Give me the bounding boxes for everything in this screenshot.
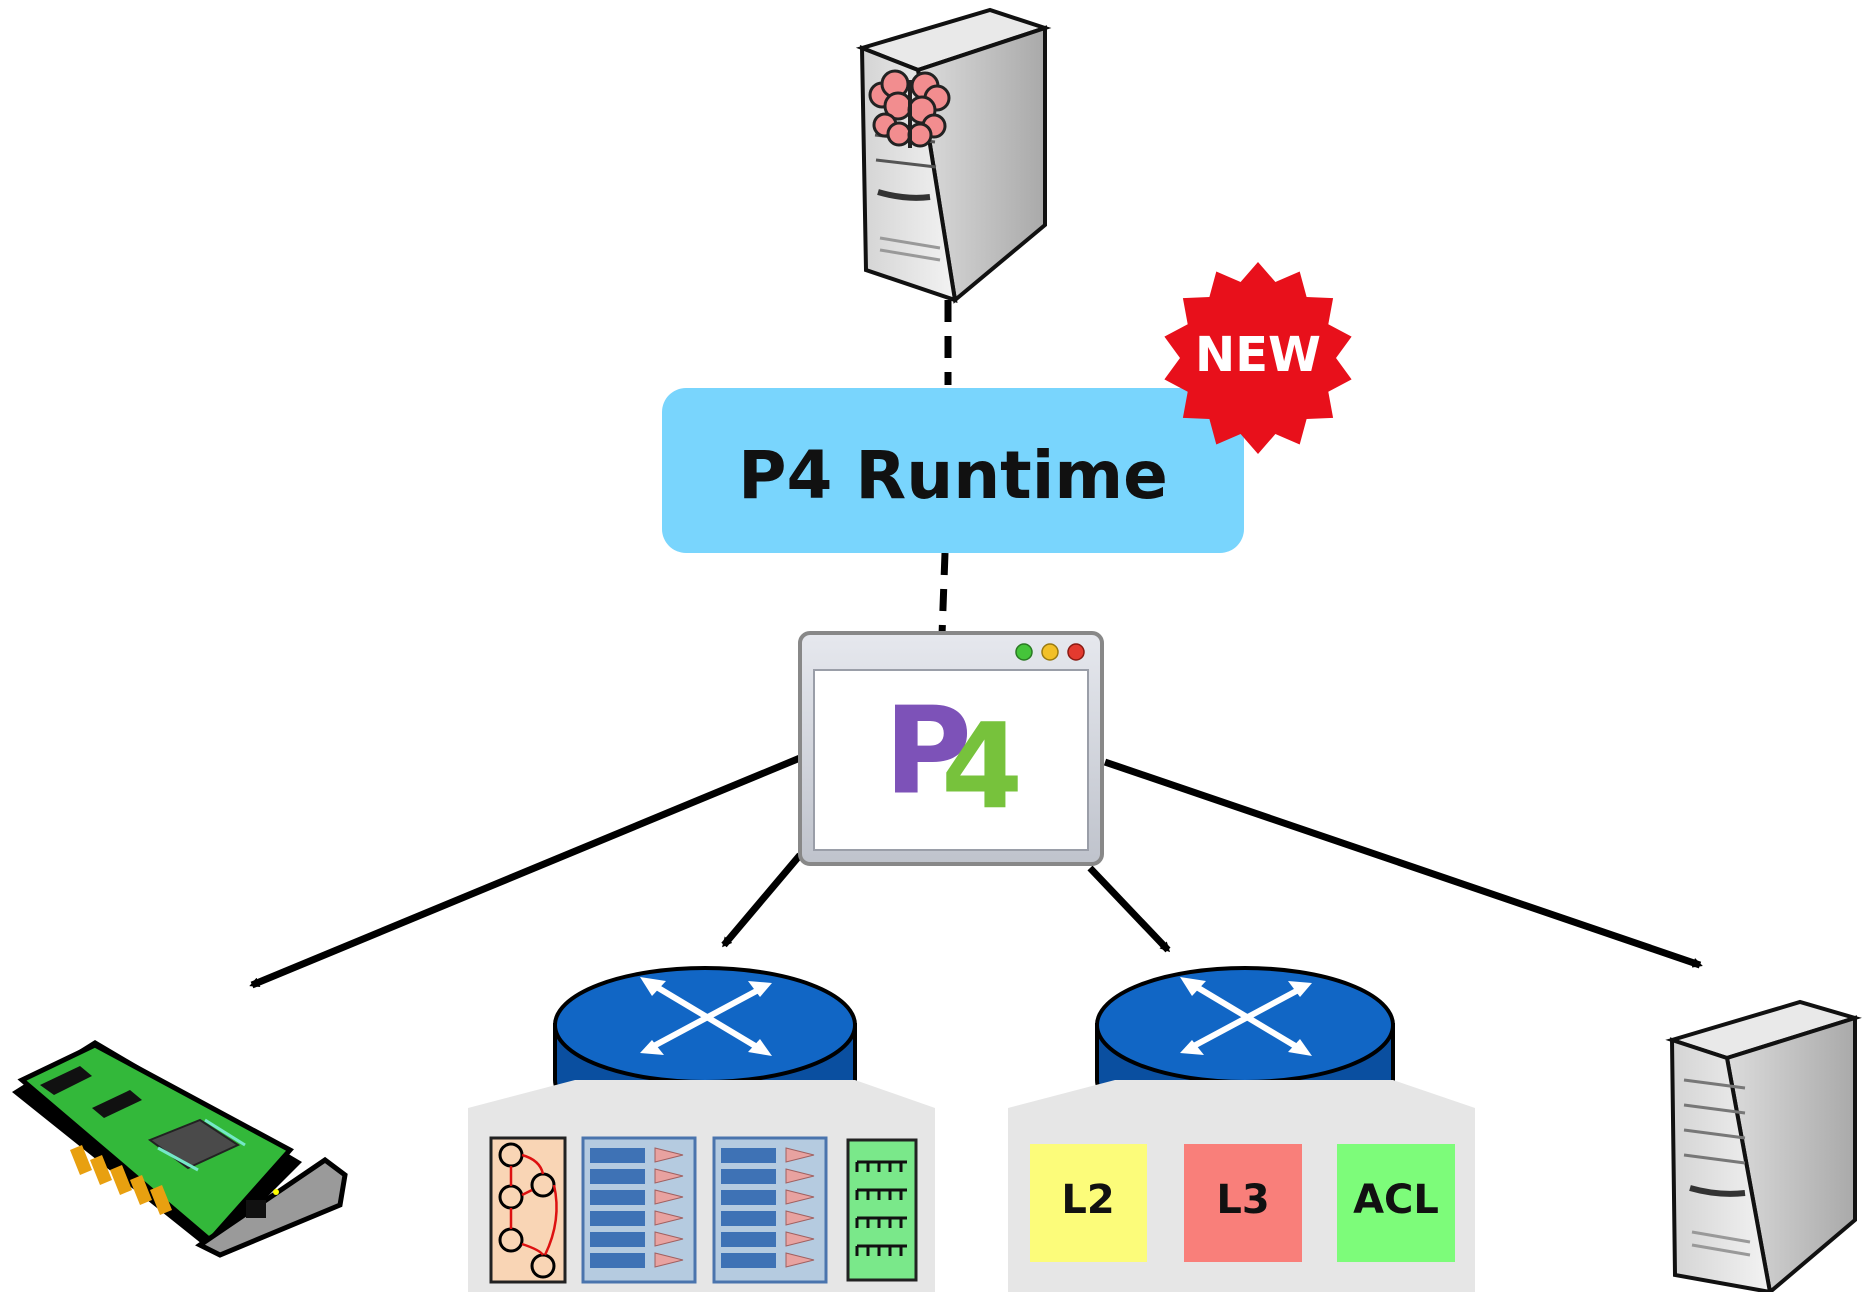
- l3-block: [1184, 1144, 1302, 1262]
- p4-logo-4: 4: [941, 697, 1023, 835]
- target-server: [1665, 999, 1862, 1292]
- window-dot-red: [1067, 643, 1085, 661]
- arrow-to-router-right: [1087, 865, 1171, 953]
- controller-server: [855, 7, 1052, 304]
- badge-label: NEW: [1195, 327, 1321, 383]
- arrow-to-server: [1103, 758, 1703, 969]
- p4-logo-p: P: [884, 683, 972, 822]
- runtime-box-bg: [662, 388, 1244, 553]
- runtime-to-p4-link: [938, 552, 949, 636]
- acl-block: [1337, 1144, 1455, 1262]
- window-dot-yellow: [1041, 643, 1059, 661]
- l2-label: L2: [1061, 1177, 1114, 1223]
- nic-card: [12, 1040, 348, 1258]
- l2-block: [1030, 1144, 1147, 1262]
- brain-icon: [868, 69, 951, 148]
- new-badge: NEW: [1164, 262, 1352, 454]
- badge-starburst: [1164, 262, 1352, 454]
- arrows: [249, 754, 1703, 989]
- arrow-to-nic: [249, 754, 802, 989]
- window-dot-green: [1015, 643, 1033, 661]
- l3-label: L3: [1216, 1177, 1269, 1223]
- pipeline-left-blocks: [489, 1136, 918, 1284]
- p4-window: P 4: [798, 631, 1104, 866]
- arrow-to-router-left: [721, 852, 803, 948]
- runtime-label: P4 Runtime: [738, 437, 1168, 514]
- p4-runtime-box: P4 Runtime: [662, 388, 1244, 553]
- pipeline-right-blocks: L2 L3 ACL: [1030, 1144, 1455, 1262]
- acl-label: ACL: [1353, 1177, 1439, 1223]
